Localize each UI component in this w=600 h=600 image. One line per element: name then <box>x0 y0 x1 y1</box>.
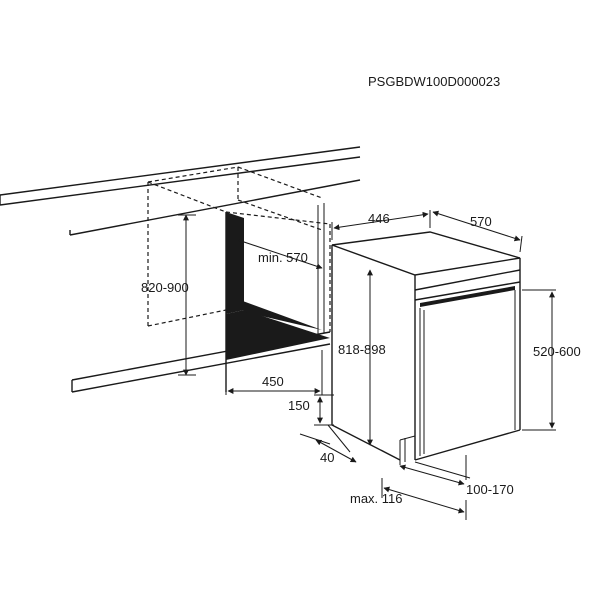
dishwasher-body <box>331 231 521 465</box>
label-niche-height: 820-900 <box>141 280 189 295</box>
niche-interior <box>225 203 330 392</box>
dim-niche-width <box>225 350 323 395</box>
dim-niche-height <box>178 214 196 376</box>
label-plinth-depth: 40 <box>320 450 334 465</box>
label-niche-depth: min. 570 <box>258 250 308 265</box>
dim-appliance-depth <box>432 210 523 253</box>
label-plinth-height: 150 <box>288 398 310 413</box>
dim-door-height <box>522 289 556 431</box>
niche-outline <box>147 166 331 332</box>
label-door-height: 520-600 <box>533 344 581 359</box>
dim-niche-depth <box>237 238 323 270</box>
label-appliance-width: 446 <box>368 211 390 226</box>
dim-max-offset <box>381 478 467 520</box>
reference-code: PSGBDW100D000023 <box>368 74 500 89</box>
dim-appliance-width <box>331 210 431 240</box>
label-max-offset: max. 116 <box>350 491 403 506</box>
dim-plinth-depth <box>299 424 357 463</box>
label-niche-width: 450 <box>262 374 284 389</box>
label-foot-adjust: 100-170 <box>466 482 514 497</box>
label-appliance-depth: 570 <box>470 214 492 229</box>
dim-plinth-height <box>314 394 334 426</box>
dim-foot-adjust <box>399 455 471 486</box>
label-appliance-height: 818-898 <box>338 342 386 357</box>
